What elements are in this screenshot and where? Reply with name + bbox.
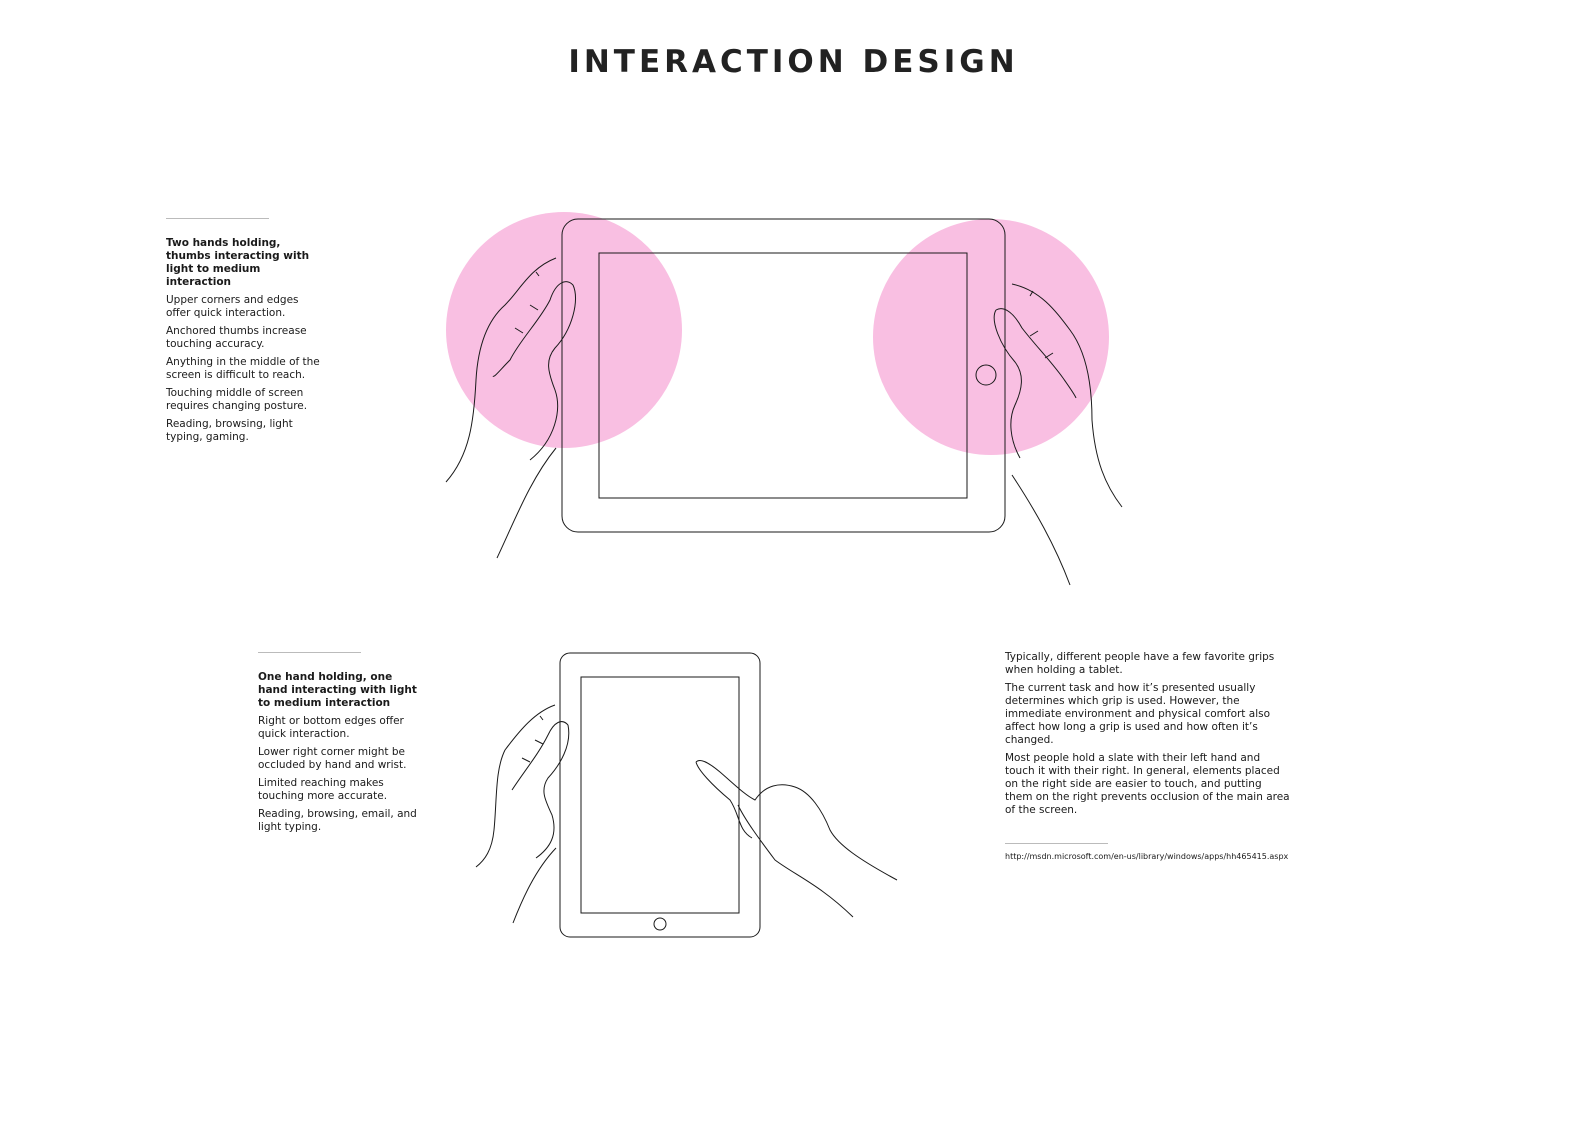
tablet-screen: [598, 252, 968, 499]
grip-point: Touching middle of screen requires chang…: [166, 387, 308, 412]
grip-heading: One hand holding, one hand interacting w…: [258, 671, 417, 709]
divider: [258, 652, 361, 653]
two-hands-grip-description: Two hands holding, thumbs interacting wi…: [166, 218, 321, 449]
left-thumb-zone: [446, 212, 682, 448]
tablet-body: [561, 218, 1006, 533]
note-paragraph: Most people hold a slate with their left…: [1005, 752, 1290, 816]
touching-hand: [695, 759, 898, 918]
page-title: INTERACTION DESIGN: [568, 44, 1019, 80]
grip-point: Lower right corner might be occluded by …: [258, 746, 407, 771]
grip-point: Reading, browsing, email, and light typi…: [258, 808, 417, 833]
grip-point: Reading, browsing, light typing, gaming.: [166, 418, 293, 443]
holding-hand: [475, 704, 570, 924]
grip-point: Anything in the middle of the screen is …: [166, 356, 320, 381]
tablet-screen: [580, 676, 740, 914]
grip-notes: Typically, different people have a few f…: [1005, 651, 1290, 863]
landscape-tablet-illustration: [445, 212, 1123, 586]
note-paragraph: Typically, different people have a few f…: [1005, 651, 1275, 676]
grip-point: Right or bottom edges offer quick intera…: [258, 715, 404, 740]
home-button: [653, 917, 667, 931]
right-hand: [993, 283, 1123, 586]
grip-point: Limited reaching makes touching more acc…: [258, 777, 388, 802]
grip-heading: Two hands holding, thumbs interacting wi…: [166, 237, 310, 288]
grip-point: Upper corners and edges offer quick inte…: [166, 294, 299, 319]
divider: [1005, 843, 1108, 844]
source-link[interactable]: http://msdn.microsoft.com/en-us/library/…: [1005, 852, 1289, 861]
left-hand: [445, 257, 577, 559]
home-button: [975, 364, 997, 386]
one-hand-grip-description: One hand holding, one hand interacting w…: [258, 652, 423, 839]
right-thumb-zone: [873, 219, 1109, 455]
divider: [166, 218, 269, 219]
tablet-body: [559, 652, 761, 938]
note-paragraph: The current task and how it’s presented …: [1005, 682, 1271, 746]
portrait-tablet-illustration: [475, 652, 898, 938]
grip-point: Anchored thumbs increase touching accura…: [166, 325, 307, 350]
